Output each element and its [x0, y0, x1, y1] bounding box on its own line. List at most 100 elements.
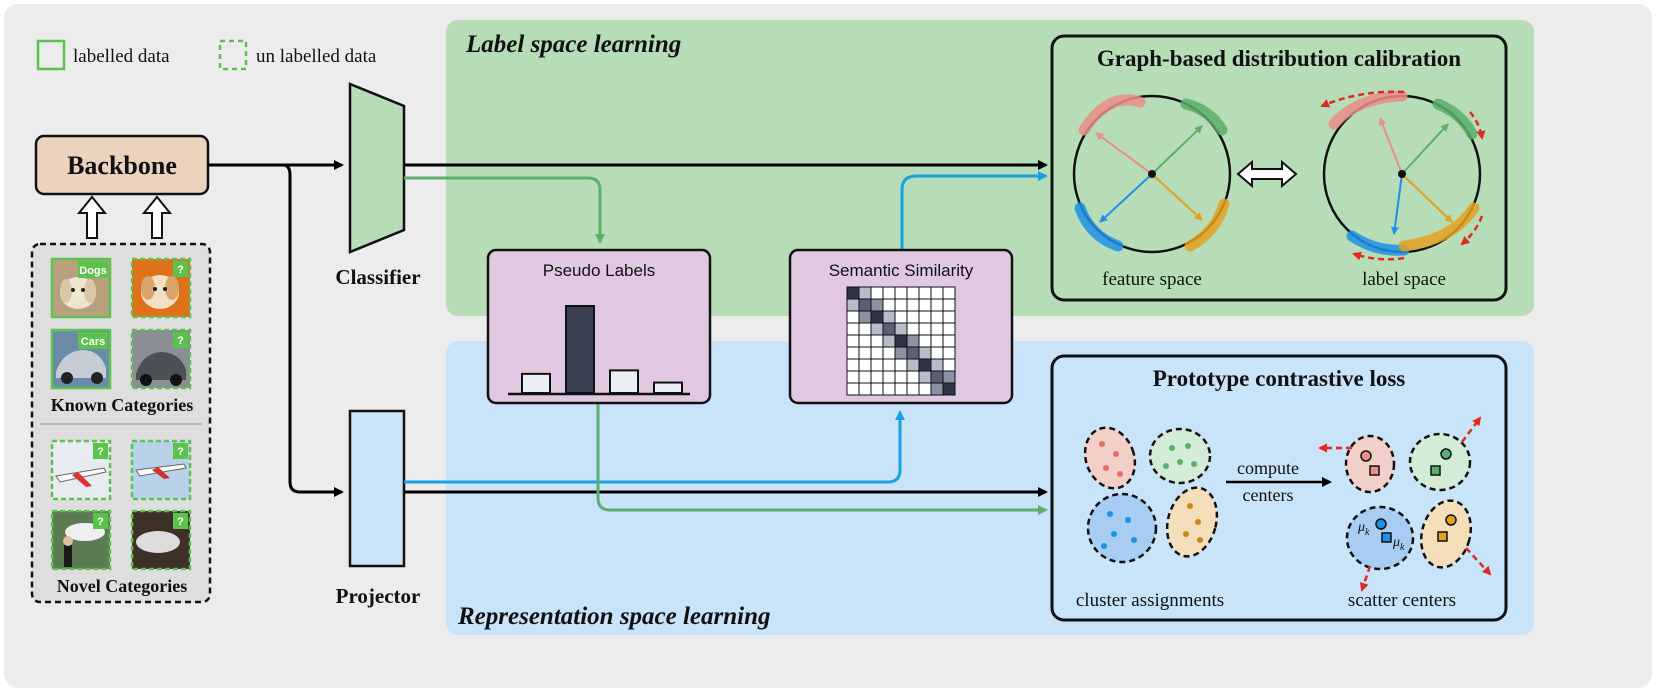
scatter-centers-diagram	[1318, 416, 1492, 592]
similarity-cell	[882, 322, 896, 336]
similarity-cell	[942, 334, 956, 348]
similarity-cell	[870, 370, 884, 384]
similarity-cell	[942, 346, 956, 360]
known-image-dog-unlabelled: ?	[130, 257, 192, 319]
centers-label: centers	[1243, 485, 1294, 505]
similarity-cell	[882, 298, 896, 312]
unknown-tag: ?	[177, 335, 184, 347]
similarity-cell	[942, 358, 956, 372]
similarity-cell	[870, 322, 884, 336]
similarity-cell	[846, 370, 860, 384]
novel-image-plane-1: ?	[50, 439, 112, 501]
similarity-cell	[906, 334, 920, 348]
input-images-panel: Dogs ? Cars ? Known Categories	[30, 242, 212, 604]
similarity-cell	[930, 346, 944, 360]
similarity-cell	[846, 334, 860, 348]
similarity-cell	[894, 286, 908, 300]
similarity-cell	[906, 298, 920, 312]
similarity-cell	[858, 334, 872, 348]
legend-labelled-swatch	[36, 39, 66, 71]
similarity-cell	[918, 322, 932, 336]
similarity-cell	[858, 358, 872, 372]
similarity-cell	[894, 382, 908, 396]
pseudo-label-bar	[521, 372, 551, 394]
unknown-tag: ?	[177, 516, 184, 528]
legend-unlabelled-swatch	[218, 39, 248, 71]
classifier-label: Classifier	[335, 265, 420, 289]
mu-hat-symbol: μk	[1392, 535, 1405, 553]
similarity-cell	[858, 382, 872, 396]
label-space-title: Label space learning	[465, 31, 681, 58]
arrow-pseudo-labels-to-proto	[596, 403, 1048, 515]
similarity-cell	[894, 370, 908, 384]
similarity-cell	[846, 298, 860, 312]
similarity-cell	[846, 286, 860, 300]
similarity-cell	[918, 298, 932, 312]
arrow-backbone-to-projector	[282, 163, 344, 497]
projector-block	[348, 409, 406, 568]
arrow-projector-to-similarity	[404, 410, 905, 484]
similarity-cell	[870, 298, 884, 312]
input-arrow-up-right	[141, 195, 173, 239]
unknown-tag: ?	[177, 446, 184, 458]
similarity-cell	[870, 358, 884, 372]
similarity-cell	[918, 334, 932, 348]
label-space-label: label space	[1362, 269, 1446, 290]
legend: labelled data un labelled data	[36, 39, 377, 71]
pseudo-labels-title: Pseudo Labels	[543, 261, 655, 280]
similarity-cell	[858, 370, 872, 384]
similarity-cell	[882, 346, 896, 360]
projector-label: Projector	[336, 584, 421, 608]
pseudo-labels-histogram	[521, 305, 683, 395]
similarity-cell	[930, 382, 944, 396]
classifier-block	[348, 82, 406, 254]
similarity-cell	[882, 310, 896, 324]
pseudo-labels-box	[486, 248, 712, 405]
similarity-cell	[918, 286, 932, 300]
similarity-cell	[846, 346, 860, 360]
similarity-cell	[882, 358, 896, 372]
known-image-car-labelled: Cars	[50, 328, 112, 390]
known-image-car-unlabelled: ?	[130, 328, 192, 390]
similarity-cell	[870, 334, 884, 348]
similarity-cell	[942, 370, 956, 384]
semantic-similarity-title: Semantic Similarity	[829, 261, 974, 280]
similarity-cell	[942, 382, 956, 396]
similarity-cell	[858, 286, 872, 300]
novel-categories-label: Novel Categories	[57, 576, 187, 596]
similarity-cell	[942, 322, 956, 336]
similarity-cell	[918, 358, 932, 372]
similarity-cell	[894, 346, 908, 360]
known-image-dog-labelled: Dogs	[50, 257, 112, 319]
similarity-cell	[942, 310, 956, 324]
similarity-cell	[846, 358, 860, 372]
similarity-cell	[894, 334, 908, 348]
similarity-cell	[918, 382, 932, 396]
arrow-classifier-to-pseudo-labels	[404, 176, 605, 244]
similarity-cell	[870, 382, 884, 396]
similarity-cell	[930, 370, 944, 384]
similarity-cell	[882, 382, 896, 396]
similarity-cell	[918, 346, 932, 360]
similarity-cell	[930, 298, 944, 312]
similarity-cell	[906, 322, 920, 336]
unknown-tag: ?	[97, 516, 104, 528]
similarity-cell	[870, 346, 884, 360]
double-arrow	[1236, 159, 1298, 189]
similarity-cell	[858, 310, 872, 324]
novel-image-plane-2: ?	[130, 439, 192, 501]
similarity-cell	[846, 382, 860, 396]
similarity-cell	[858, 298, 872, 312]
novel-image-blimp-2: ?	[130, 509, 192, 571]
dogs-tag: Dogs	[79, 265, 107, 277]
similarity-cell	[846, 310, 860, 324]
similarity-cell	[918, 310, 932, 324]
similarity-cell	[930, 286, 944, 300]
similarity-cell	[906, 370, 920, 384]
similarity-cell	[906, 358, 920, 372]
compute-label: compute	[1237, 458, 1299, 478]
similarity-cell	[906, 346, 920, 360]
input-arrow-up-left	[76, 195, 108, 239]
pseudo-label-bar	[653, 381, 683, 394]
